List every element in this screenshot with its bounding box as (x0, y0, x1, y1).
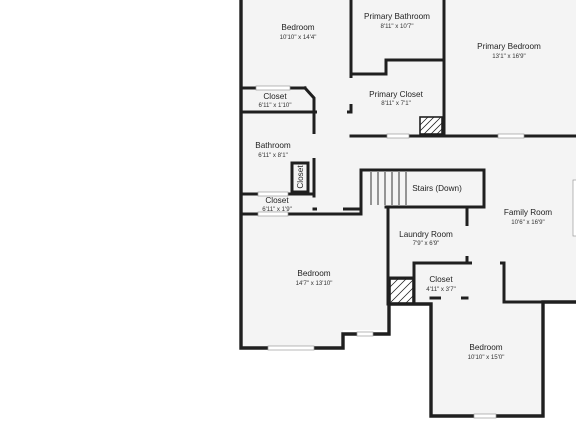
room-name: Laundry Room (399, 230, 453, 239)
room-stairs: Stairs (Down) (412, 184, 462, 193)
windows (255, 85, 576, 419)
room-dims: 8'11" x 7'1" (381, 100, 411, 107)
room-primary-bedroom: Primary Bedroom 13'1" x 16'9" (477, 42, 541, 60)
room-name: Bathroom (255, 141, 291, 150)
room-name: Primary Bathroom (364, 12, 430, 21)
room-closet-nw: Closet 6'11" x 1'10" (259, 92, 292, 109)
room-laundry-room: Laundry Room 7'9" x 6'9" (399, 230, 453, 247)
room-family-room: Family Room 10'6" x 16'9" (504, 208, 552, 226)
room-name: Primary Closet (369, 90, 423, 99)
room-dims: 8'11" x 10'7" (381, 23, 414, 30)
room-dims: 4'11" x 3'7" (426, 286, 456, 293)
room-primary-closet: Primary Closet 8'11" x 7'1" (369, 90, 423, 107)
stairs-treads (370, 172, 407, 205)
room-dims: 10'10" x 15'0" (468, 354, 505, 361)
room-bedroom-nw: Bedroom 10'10" x 14'4" (280, 23, 317, 41)
room-bathroom: Bathroom 6'11" x 8'1" (255, 141, 291, 159)
hatch-primary-closet (419, 116, 443, 135)
hatch-laundry (389, 278, 414, 304)
room-dims: 13'1" x 16'9" (492, 53, 525, 60)
room-name: Primary Bedroom (477, 42, 541, 51)
room-bedroom-sw: Bedroom 14'7" x 13'10" (296, 269, 333, 287)
room-dims: 6'11" x 8'1" (258, 152, 288, 159)
room-name: Closet (263, 92, 287, 101)
room-dims: 10'6" x 16'9" (511, 219, 544, 226)
room-name: Family Room (504, 208, 552, 217)
room-closet-mid: Closet 6'11" x 1'9" (262, 196, 292, 213)
room-dims: 10'10" x 14'4" (280, 34, 317, 41)
room-dims: 14'7" x 13'10" (296, 280, 333, 287)
room-name: Closet (296, 165, 305, 189)
room-bedroom-se: Bedroom 10'10" x 15'0" (468, 343, 505, 361)
room-name: Bedroom (281, 23, 314, 32)
room-dims: 7'9" x 6'9" (413, 240, 440, 247)
room-dims: 6'11" x 1'9" (262, 206, 292, 213)
door-openings (312, 40, 500, 301)
room-dims: 6'11" x 1'10" (259, 102, 292, 109)
room-name: Bedroom (297, 269, 330, 278)
room-name: Bedroom (469, 343, 502, 352)
room-bathroom-closet: Closet (296, 165, 305, 189)
room-name: Closet (265, 196, 289, 205)
room-primary-bathroom: Primary Bathroom 8'11" x 10'7" (364, 12, 430, 30)
room-name: Stairs (Down) (412, 184, 462, 193)
room-name: Closet (429, 275, 453, 284)
room-closet-se: Closet 4'11" x 3'7" (426, 275, 456, 293)
